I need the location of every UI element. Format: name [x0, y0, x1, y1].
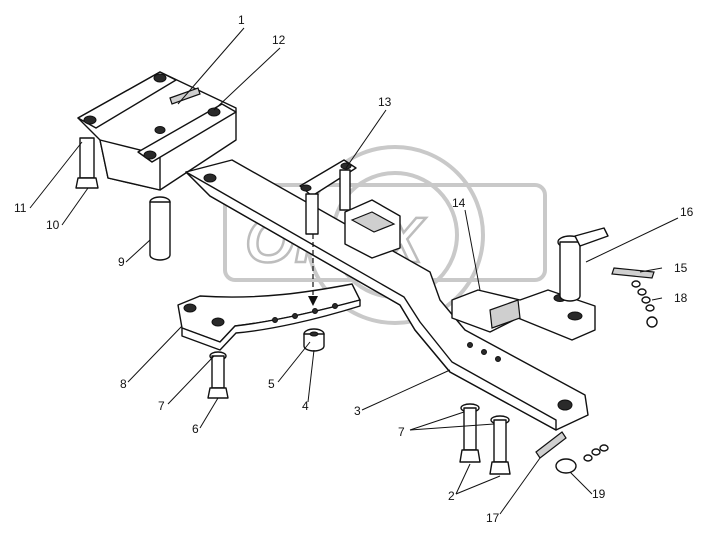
link-13 [299, 159, 357, 306]
callout-19: 19 [592, 487, 606, 501]
callout-8: 8 [120, 377, 127, 391]
callout-14: 14 [452, 196, 466, 210]
hitch-clevis [451, 289, 596, 341]
bolt-10 [75, 137, 99, 189]
cotter-pin-15 [611, 267, 655, 279]
callout-15: 15 [674, 261, 688, 275]
callout-10: 10 [46, 218, 60, 232]
leader-lines [29, 27, 679, 515]
callout-4: 4 [302, 399, 309, 413]
callout-7-left: 7 [158, 399, 165, 413]
chain-18 [631, 280, 658, 328]
top-bracket [77, 71, 237, 191]
hitch-pin-16 [557, 227, 609, 302]
callout-11: 11 [14, 201, 27, 215]
callout-17: 17 [486, 511, 500, 525]
callout-2: 2 [448, 489, 455, 503]
callout-7-right: 7 [398, 425, 405, 439]
callout-18: 18 [674, 291, 688, 305]
callout-16: 16 [680, 205, 694, 219]
callout-1: 1 [238, 13, 245, 27]
pin-9 [149, 196, 171, 261]
callout-9: 9 [118, 255, 125, 269]
chain-19 [555, 444, 609, 474]
drawbar-3 [185, 159, 589, 431]
bolt-6 [207, 351, 229, 399]
cotter-pin-17 [535, 431, 567, 459]
nut-4 [303, 328, 325, 352]
callout-12: 12 [272, 33, 286, 47]
sector-plate-8 [177, 283, 361, 351]
callout-13: 13 [378, 95, 392, 109]
callout-6: 6 [192, 422, 199, 436]
swivel-block-14 [344, 199, 401, 259]
bolts-7-pair [459, 403, 511, 475]
callout-5: 5 [268, 377, 275, 391]
callout-3: 3 [354, 404, 361, 418]
callout-labels: 1 12 11 10 9 13 14 16 15 18 8 7 6 5 4 3 … [14, 13, 694, 525]
